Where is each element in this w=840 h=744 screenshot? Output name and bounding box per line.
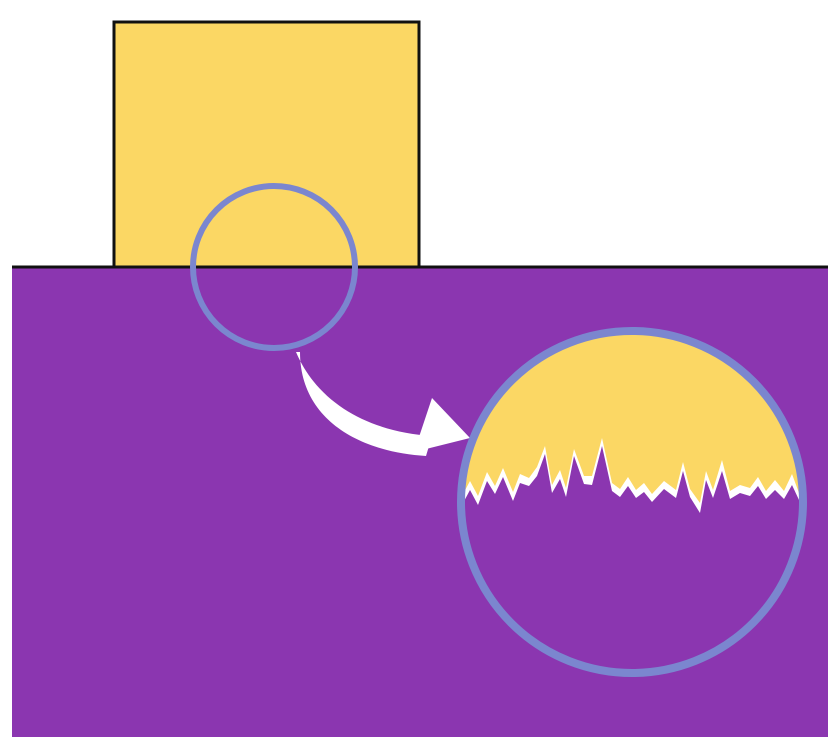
yellow-block bbox=[112, 20, 421, 270]
curved-arrow-icon bbox=[296, 352, 470, 456]
magnifier-circle-icon bbox=[457, 327, 807, 677]
contact-area-circle bbox=[190, 183, 358, 351]
rough-interface-yellow bbox=[461, 331, 803, 503]
magnified-view bbox=[457, 327, 807, 677]
